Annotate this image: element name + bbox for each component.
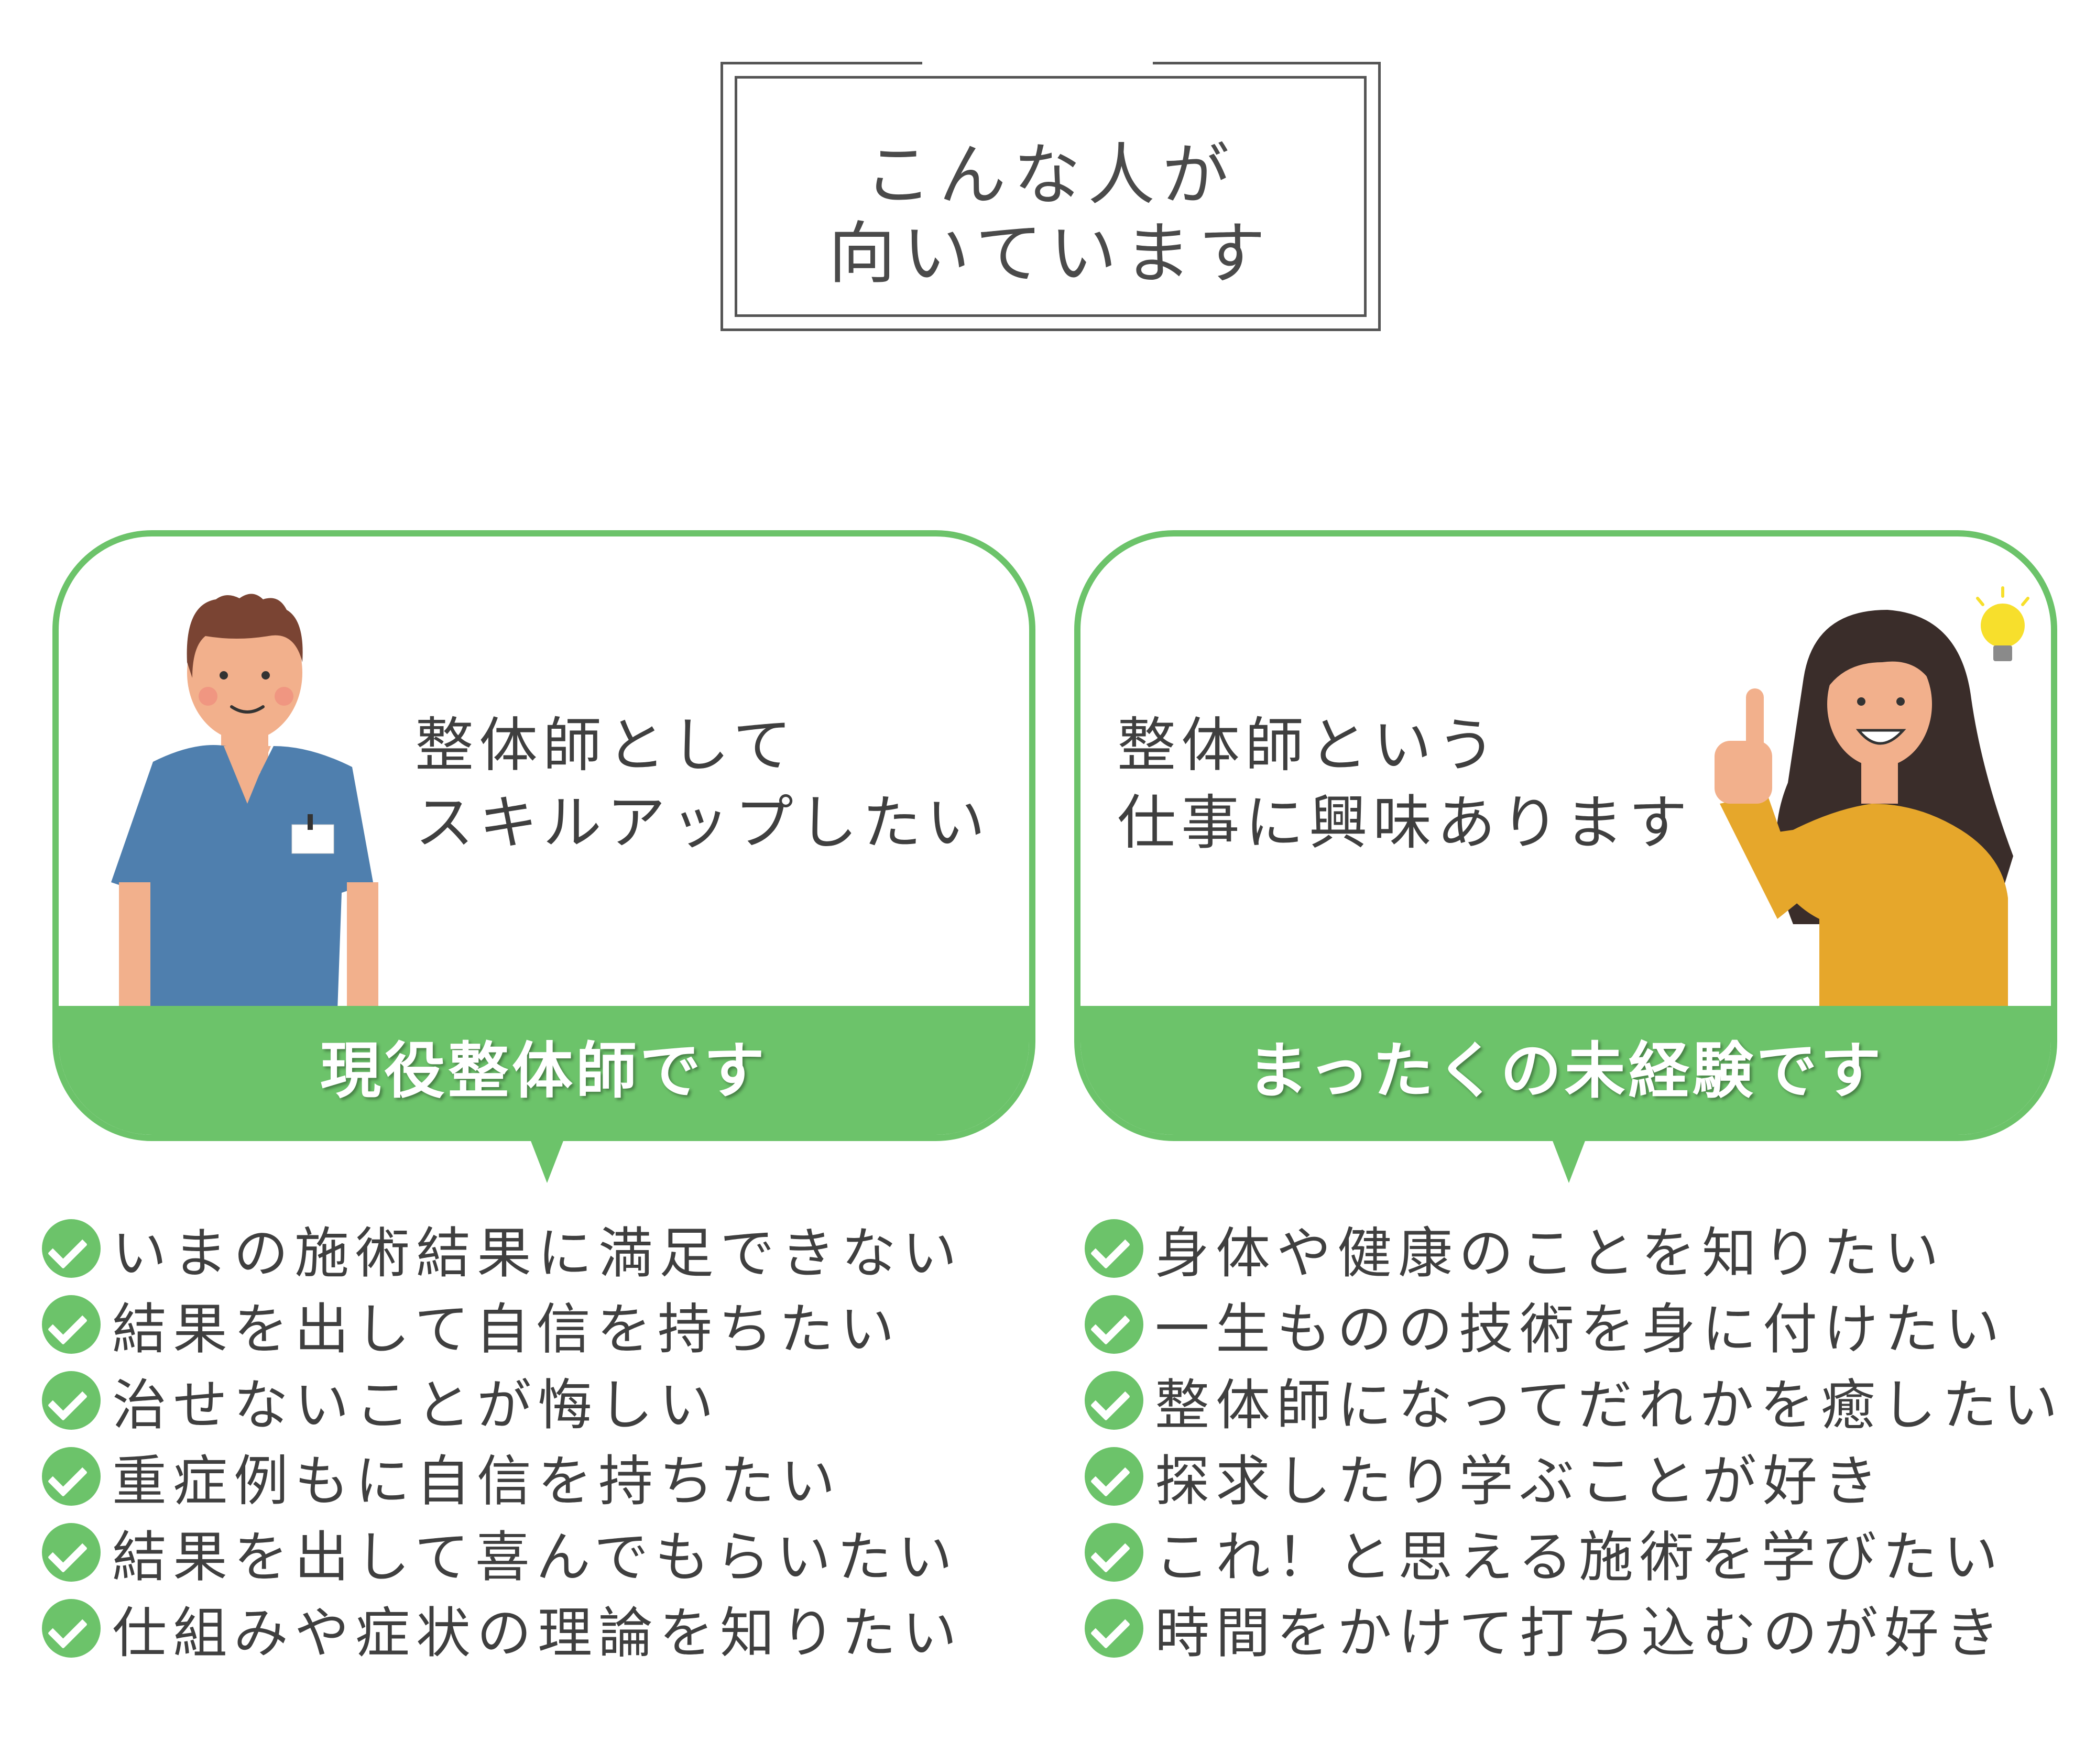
check-icon <box>1085 1371 1143 1430</box>
title-frame-gap <box>922 58 1153 72</box>
list-item-label: いまの施術結果に満足できない <box>112 1221 964 1285</box>
right-card-pointer <box>1551 1137 1587 1183</box>
list-item-label: 仕組みや症状の理論を知りたい <box>112 1601 964 1665</box>
list-item: 身体や健康のことを知りたい <box>1085 1210 2064 1286</box>
page-title: こんな人が 向いています <box>737 136 1364 293</box>
right-card-line-1: 整体師という <box>1117 711 1501 780</box>
title-frame-inner: こんな人が 向いています <box>735 76 1367 317</box>
list-item: 重症例もに自信を持ちたい <box>42 1438 963 1514</box>
list-item-label: 時間をかけて打ち込むのが好き <box>1155 1601 2006 1665</box>
left-card-pointer <box>529 1137 565 1183</box>
list-item: 仕組みや症状の理論を知りたい <box>42 1590 963 1666</box>
check-icon <box>1085 1598 1143 1658</box>
check-icon <box>42 1447 101 1506</box>
left-card-line-1: 整体師として <box>415 711 797 780</box>
check-icon <box>42 1522 101 1582</box>
check-icon <box>1085 1219 1143 1278</box>
right-card-line-2: 仕事に興味あります <box>1117 789 1693 857</box>
list-item: 時間をかけて打ち込むのが好き <box>1085 1590 2064 1666</box>
title-line-1: こんな人が <box>864 136 1237 214</box>
left-checklist: いまの施術結果に満足できない 結果を出して自信を持ちたい 治せないことが悔しい … <box>42 1210 963 1666</box>
list-item-label: 結果を出して自信を持ちたい <box>112 1297 901 1361</box>
list-item-label: 整体師になってだれかを癒したい <box>1155 1373 2064 1437</box>
right-card-band <box>1080 1006 2051 1135</box>
title-frame: こんな人が 向いています <box>720 58 1381 331</box>
title-line-2: 向いています <box>828 215 1273 293</box>
list-item: 治せないことが悔しい <box>42 1362 963 1438</box>
left-card-message: 整体師として スキルアップしたい <box>415 707 990 862</box>
card-current-practitioner: 整体師として スキルアップしたい 現役整体師です <box>52 530 1035 1141</box>
list-item: これ！と思える施術を学びたい <box>1085 1514 2064 1590</box>
list-item: 探求したり学ぶことが好き <box>1085 1438 2064 1514</box>
left-card-band-label: 現役整体師です <box>320 1036 768 1106</box>
list-item-label: 治せないことが悔しい <box>112 1373 720 1437</box>
list-item-label: これ！と思える施術を学びたい <box>1155 1525 2004 1589</box>
check-icon <box>42 1598 101 1658</box>
left-card-band <box>59 1006 1029 1135</box>
right-card-message: 整体師という 仕事に興味あります <box>1117 707 1693 862</box>
check-icon <box>1085 1295 1143 1354</box>
list-item: いまの施術結果に満足できない <box>42 1210 963 1286</box>
list-item: 結果を出して喜んでもらいたい <box>42 1514 963 1590</box>
check-icon <box>1085 1447 1143 1506</box>
list-item-label: 探求したり学ぶことが好き <box>1155 1449 1885 1513</box>
list-item-label: 結果を出して喜んでもらいたい <box>112 1525 959 1589</box>
list-item: 一生ものの技術を身に付けたい <box>1085 1286 2064 1362</box>
right-checklist: 身体や健康のことを知りたい 一生ものの技術を身に付けたい 整体師になってだれかを… <box>1085 1210 2064 1666</box>
list-item-label: 身体や健康のことを知りたい <box>1155 1221 1946 1285</box>
list-item: 整体師になってだれかを癒したい <box>1085 1362 2064 1438</box>
list-item-label: 重症例もに自信を持ちたい <box>112 1449 842 1513</box>
check-icon <box>42 1371 101 1430</box>
check-icon <box>1085 1522 1143 1582</box>
list-item: 結果を出して自信を持ちたい <box>42 1286 963 1362</box>
left-card-line-2: スキルアップしたい <box>415 789 990 857</box>
check-icon <box>42 1295 101 1354</box>
male-practitioner-illustration <box>111 594 378 1039</box>
lightbulb-icon <box>1976 586 2029 661</box>
card-no-experience: 整体師という 仕事に興味あります まったくの未経験です <box>1074 530 2057 1141</box>
right-card-band-label: まったくの未経験です <box>1247 1036 1884 1106</box>
list-item-label: 一生ものの技術を身に付けたい <box>1155 1297 2006 1361</box>
female-thumbs-up-illustration <box>1715 610 2013 1039</box>
check-icon <box>42 1219 101 1278</box>
